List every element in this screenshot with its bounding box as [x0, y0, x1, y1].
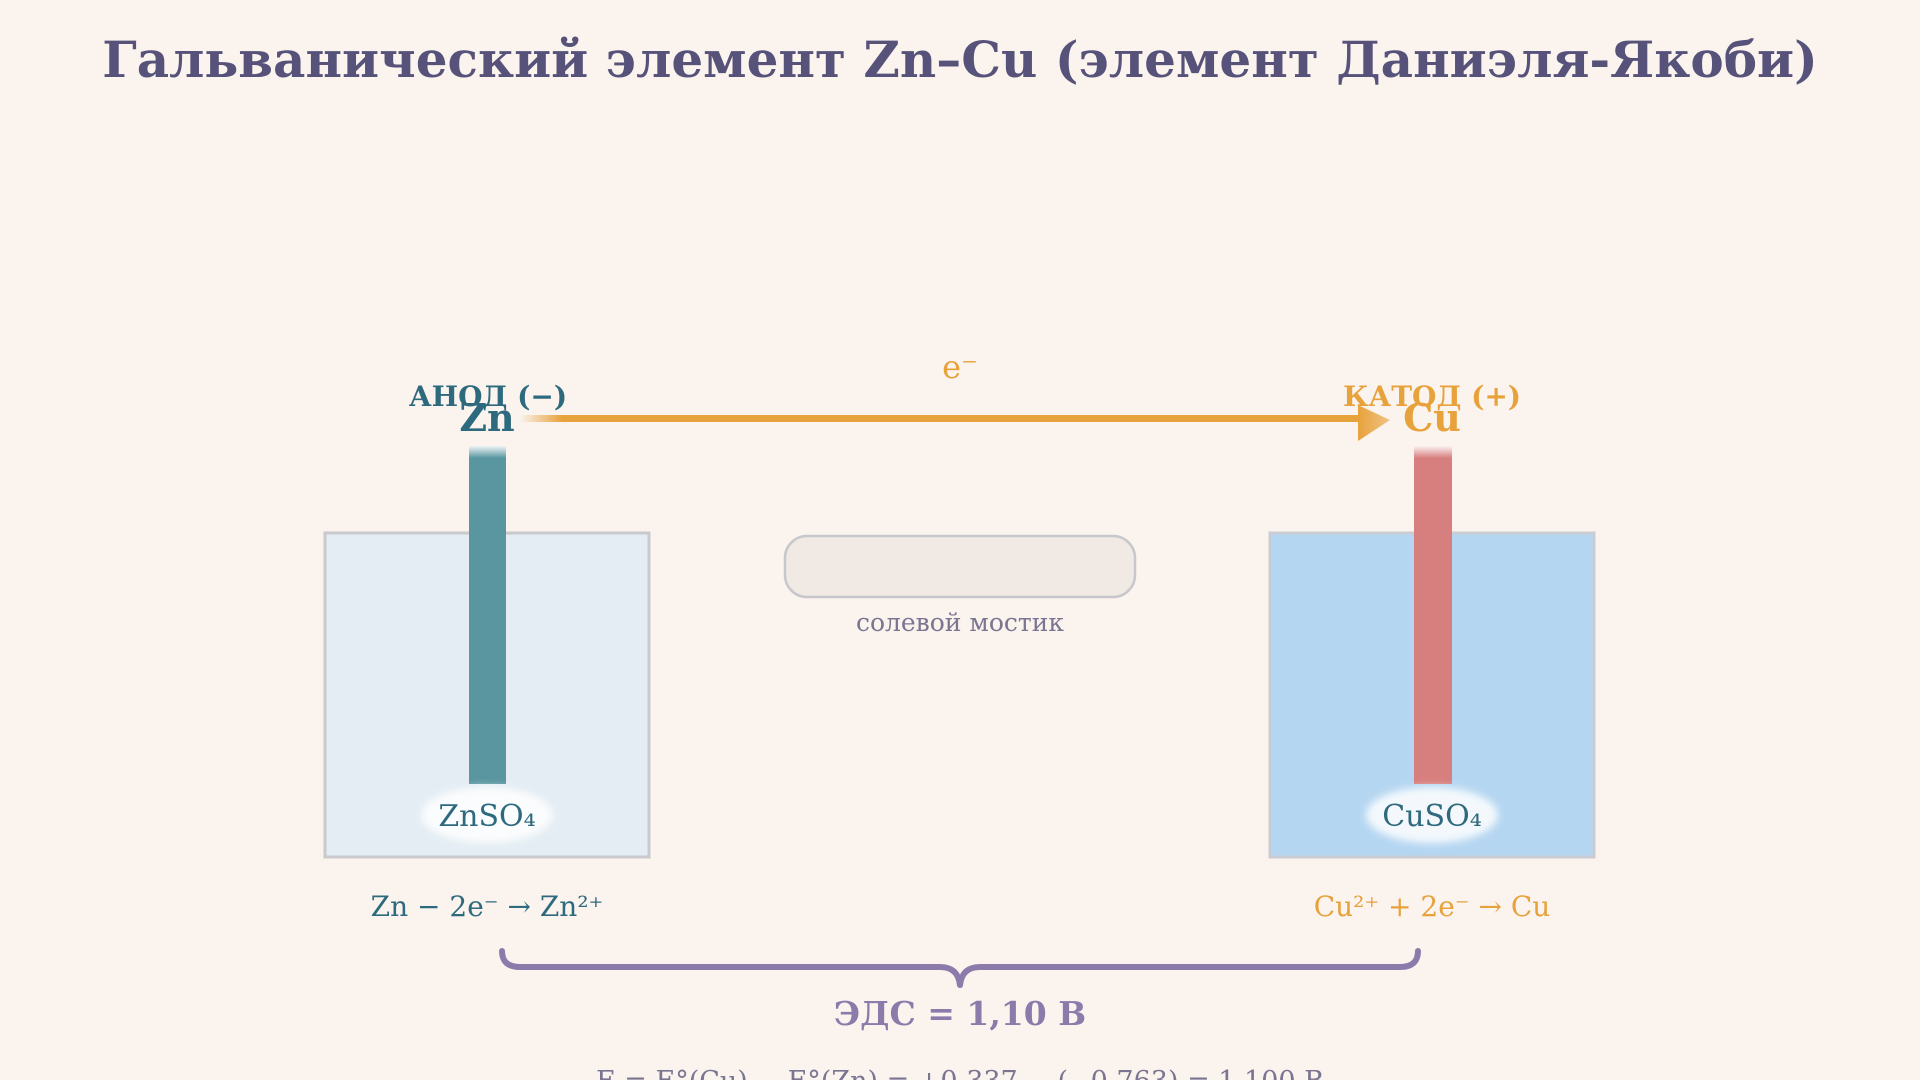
- cathode-solution-label: CuSO₄: [1382, 799, 1481, 834]
- electron-arrow-head: [1358, 405, 1390, 441]
- emf-value: ЭДС = 1,10 В: [834, 994, 1086, 1033]
- zinc-electrode-highlight: [469, 446, 506, 458]
- anode-reaction: Zn − 2e⁻ → Zn²⁺: [371, 890, 604, 923]
- salt-bridge-label: солевой мостик: [856, 608, 1064, 637]
- emf-formula: E = E°(Cu) − E°(Zn) = +0,337 − (−0,763) …: [596, 1066, 1324, 1080]
- zinc-electrode: [469, 446, 506, 784]
- cathode-metal-label: Cu: [1403, 395, 1461, 440]
- salt-bridge: [783, 534, 1137, 599]
- cathode-reaction: Cu²⁺ + 2e⁻ → Cu: [1314, 890, 1551, 923]
- cathode-role-label: КАТОД (+): [1343, 380, 1521, 413]
- copper-electrode-highlight: [1414, 446, 1452, 458]
- anode-role-label: АНОД (−): [409, 380, 567, 413]
- emf-brace: [499, 948, 1421, 988]
- copper-electrode: [1414, 446, 1452, 784]
- anode-solution-glow: [421, 787, 553, 843]
- anode-solution-label: ZnSO₄: [438, 799, 535, 834]
- cathode-solution-glow: [1366, 787, 1498, 843]
- electron-wire: [520, 415, 1360, 422]
- electron-label: e⁻: [942, 348, 978, 386]
- page-title: Гальванический элемент Zn–Cu (элемент Да…: [102, 30, 1818, 89]
- anode-metal-label: Zn: [459, 395, 514, 440]
